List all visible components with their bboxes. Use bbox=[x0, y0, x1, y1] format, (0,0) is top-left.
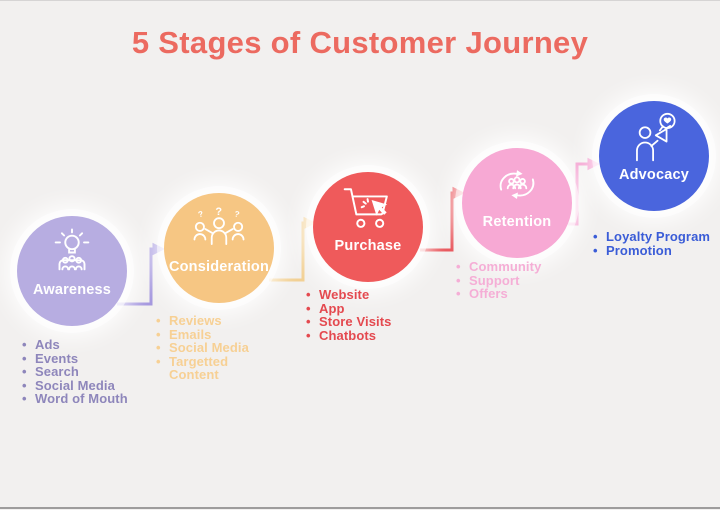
arrow-consideration-to-purchase bbox=[269, 223, 306, 280]
stage-label-consideration: Consideration bbox=[169, 259, 269, 275]
svg-text:?: ? bbox=[233, 209, 240, 219]
stage-circle-purchase: Purchase bbox=[313, 172, 423, 282]
list-item: Chatbots bbox=[305, 329, 425, 343]
list-item: Reviews bbox=[155, 314, 255, 328]
list-item: Events bbox=[21, 352, 146, 366]
purchase-channel-list: Website App Store Visits Chatbots bbox=[305, 288, 425, 342]
stage-circle-awareness: Awareness bbox=[17, 216, 127, 326]
stage-circle-retention: Retention bbox=[462, 148, 572, 258]
consideration-channel-list: Reviews Emails Social Media Targetted Co… bbox=[155, 314, 255, 382]
customer-cycle-icon bbox=[490, 159, 544, 211]
list-item: App bbox=[305, 302, 425, 316]
stage-circle-advocacy: Advocacy bbox=[599, 101, 709, 211]
list-item: Emails bbox=[155, 328, 255, 342]
cart-cursor-icon bbox=[339, 183, 397, 235]
list-item: Support bbox=[455, 274, 575, 288]
awareness-channel-list: Ads Events Search Social Media Word of M… bbox=[21, 338, 146, 406]
list-item: Social Media bbox=[155, 341, 255, 355]
arrow-purchase-to-retention bbox=[420, 193, 455, 250]
list-item: Targetted Content bbox=[155, 355, 255, 382]
stage-label-awareness: Awareness bbox=[33, 282, 111, 298]
list-item: Search bbox=[21, 365, 146, 379]
people-questions-icon: ? ? ? bbox=[187, 204, 251, 256]
stage-label-advocacy: Advocacy bbox=[619, 167, 689, 183]
stage-label-purchase: Purchase bbox=[335, 238, 402, 254]
list-item: Loyalty Program bbox=[592, 230, 720, 244]
list-item: Word of Mouth bbox=[21, 392, 146, 406]
list-item: Store Visits bbox=[305, 315, 425, 329]
svg-text:?: ? bbox=[197, 209, 204, 219]
list-item: Promotion bbox=[592, 244, 720, 258]
list-item: Offers bbox=[455, 287, 575, 301]
list-item: Ads bbox=[21, 338, 146, 352]
lightbulb-audience-icon bbox=[43, 227, 101, 279]
page-title: 5 Stages of Customer Journey bbox=[0, 25, 720, 61]
list-item: Community bbox=[455, 260, 575, 274]
list-item: Website bbox=[305, 288, 425, 302]
advocacy-channel-list: Loyalty Program Promotion bbox=[592, 230, 720, 257]
retention-channel-list: Community Support Offers bbox=[455, 260, 575, 301]
stage-circle-consideration: ? ? ? Consideration bbox=[164, 193, 274, 303]
svg-text:?: ? bbox=[215, 206, 222, 218]
stage-label-retention: Retention bbox=[483, 214, 552, 230]
megaphone-heart-icon bbox=[626, 112, 682, 164]
list-item: Social Media bbox=[21, 379, 146, 393]
